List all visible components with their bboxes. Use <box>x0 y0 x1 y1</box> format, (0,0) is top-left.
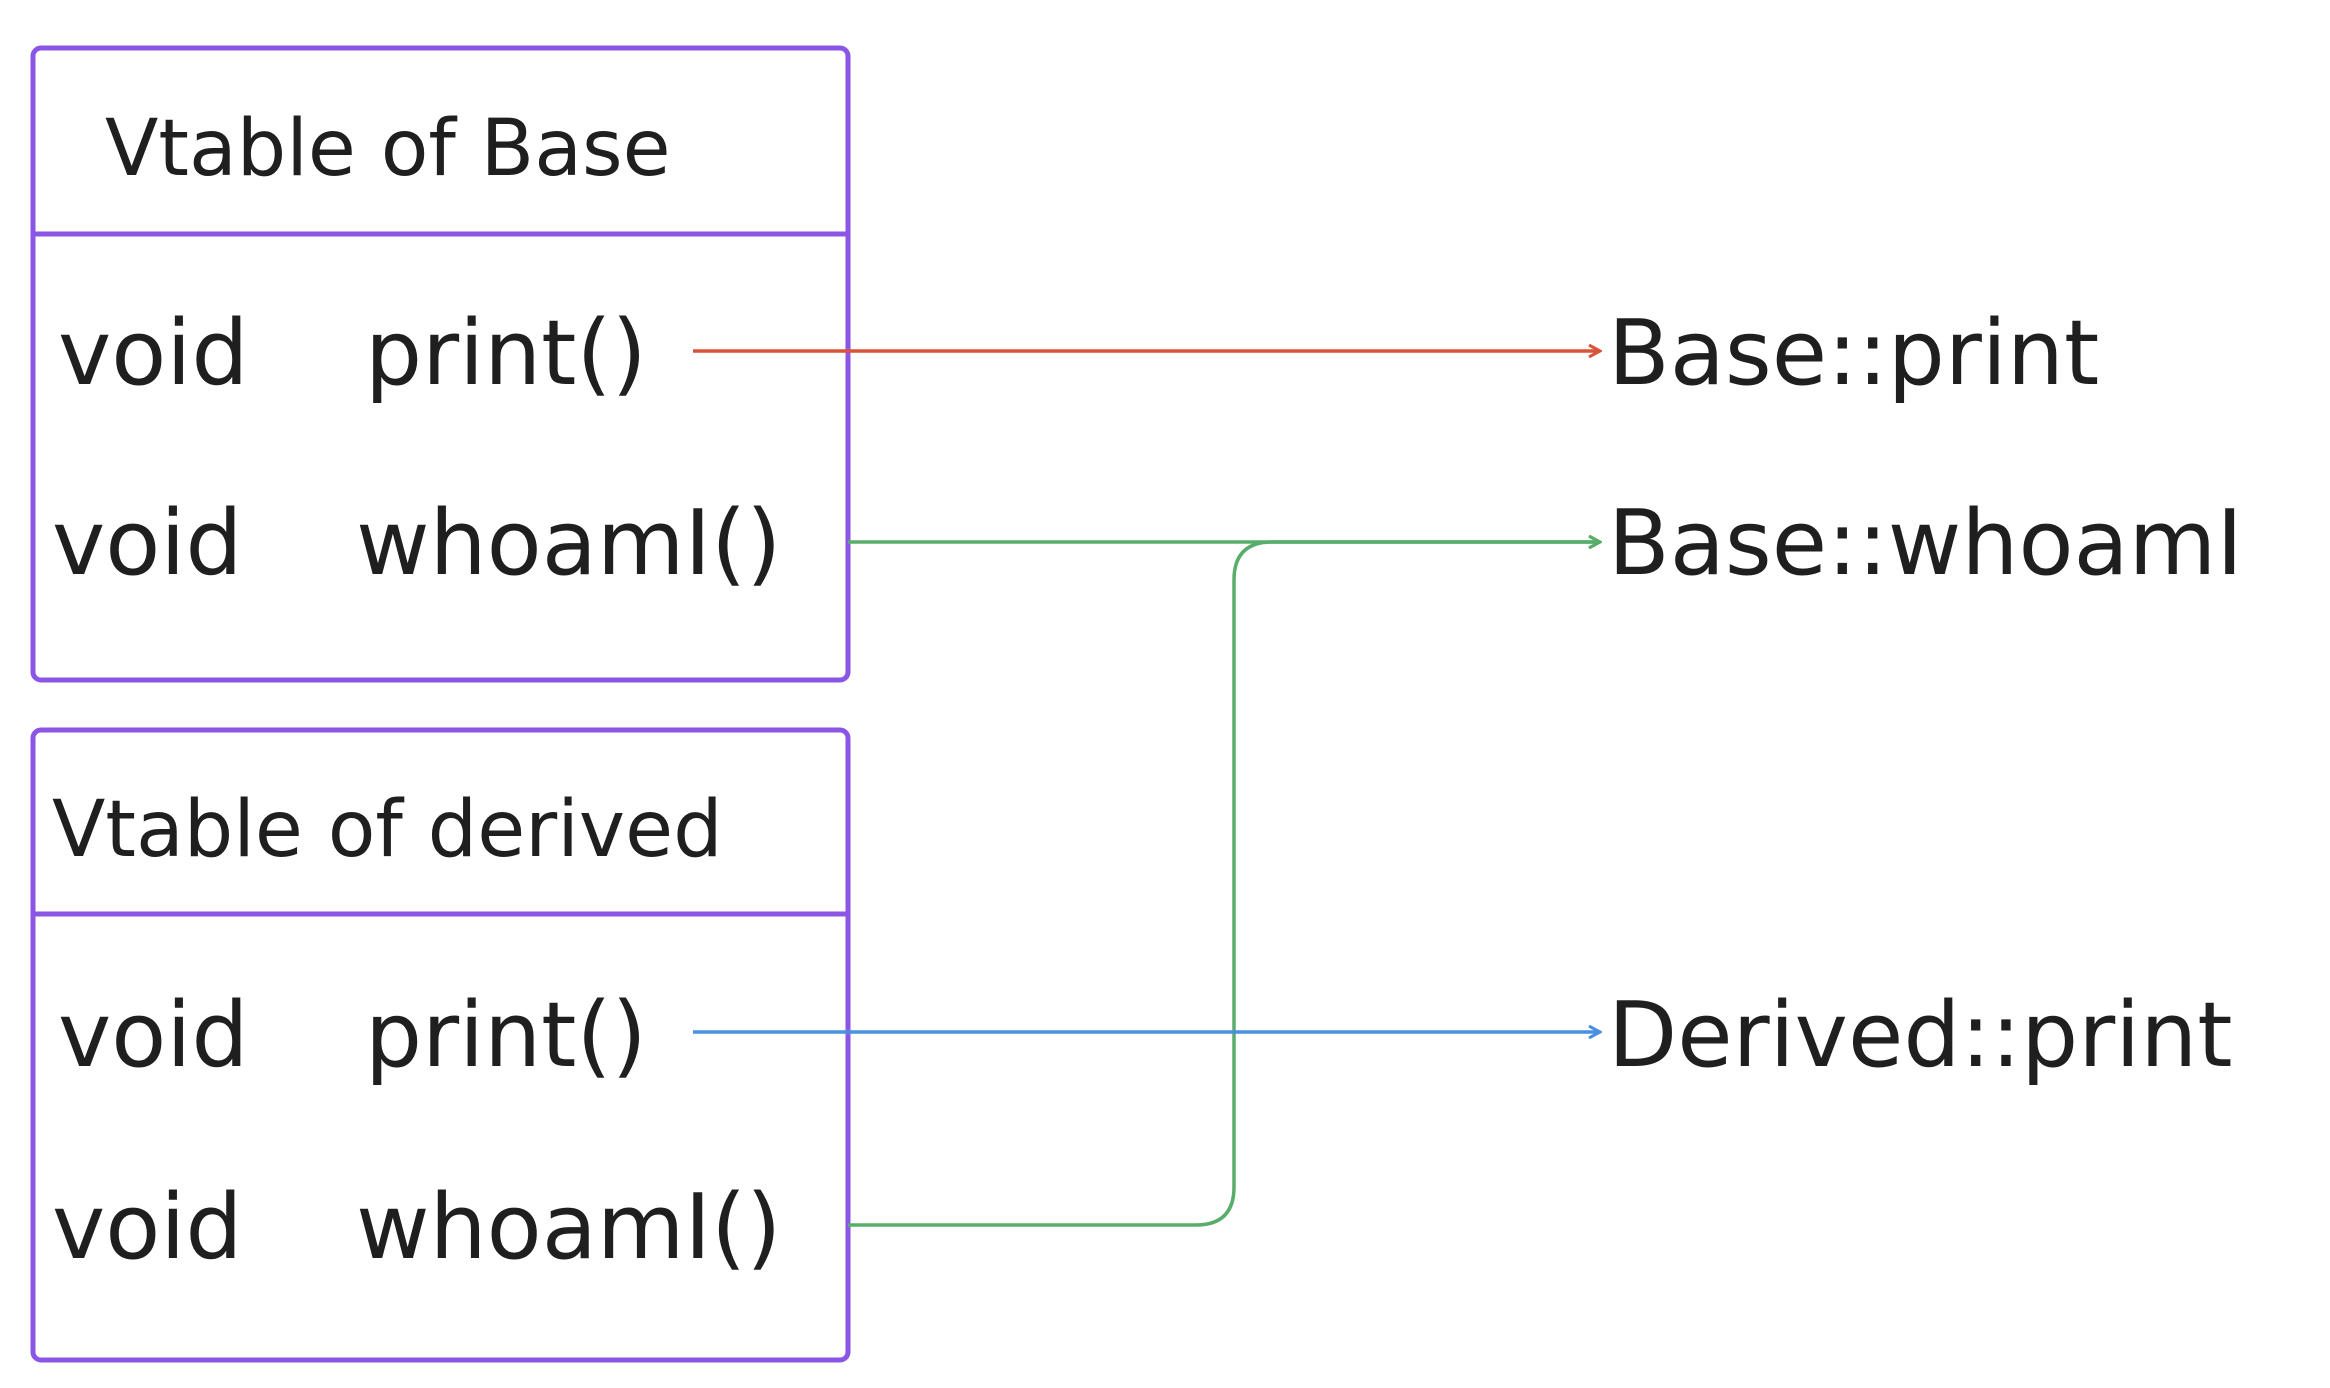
vtable-derived-border <box>30 727 851 1363</box>
vtable-base-box: Vtable of Base void print() void whoamI(… <box>30 45 851 683</box>
vtable-base-row1-func: print() <box>365 301 647 406</box>
vtable-derived-row1-func: print() <box>365 983 647 1088</box>
vtable-base-border <box>30 45 851 683</box>
vtable-derived-row1-type: void <box>58 983 248 1088</box>
target-base-print: Base::print <box>1608 301 2099 406</box>
target-base-whoami: Base::whoamI <box>1608 491 2243 596</box>
vtable-derived-row2-func: whoamI() <box>356 1175 781 1280</box>
vtable-derived-box: Vtable of derived void print() void whoa… <box>30 727 851 1363</box>
vtable-base-row2-type: void <box>52 491 242 596</box>
vtable-derived-row2-type: void <box>52 1175 242 1280</box>
vtable-base-row2-func: whoamI() <box>356 491 781 596</box>
arrow-derived-whoami <box>848 542 1600 1227</box>
vtable-base-row1-type: void <box>58 301 248 406</box>
target-derived-print: Derived::print <box>1608 983 2233 1088</box>
vtable-derived-title: Vtable of derived <box>52 785 723 875</box>
vtable-base-title: Vtable of Base <box>105 104 671 194</box>
